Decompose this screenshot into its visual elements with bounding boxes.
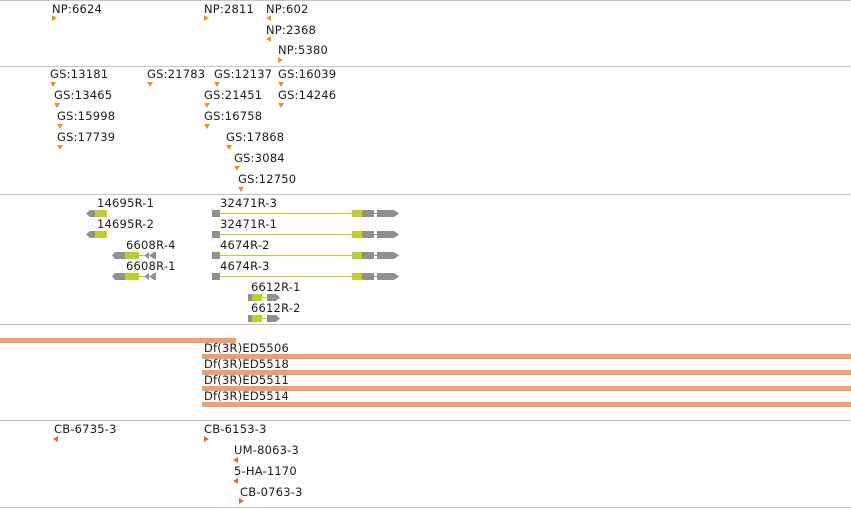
triangle-right-icon: [204, 15, 209, 21]
cb-feature-label: CB-0763-3: [240, 485, 303, 499]
track-separator-genes-deletions: [0, 324, 851, 325]
gene-glyph: [86, 210, 107, 217]
gene-glyph: [212, 273, 399, 280]
cb-feature-label: CB-6153-3: [204, 422, 267, 436]
deletion-label: Df(3R)ED5518: [204, 357, 289, 371]
gene-glyph: [248, 294, 280, 301]
gs-feature-label: GS:3084: [234, 151, 285, 165]
gs-feature-label: GS:12750: [238, 172, 297, 186]
cb-feature-label: 5-HA-1170: [234, 464, 297, 478]
gene-label: 14695R-1: [97, 196, 155, 210]
triangle-down-icon: [57, 124, 63, 129]
gene-label: 32471R-3: [220, 196, 278, 210]
deletion-bar: [202, 386, 851, 391]
gs-feature-label: GS:12137: [214, 67, 273, 81]
gs-feature-label: GS:13465: [54, 88, 113, 102]
gene-glyph: [248, 315, 280, 322]
triangle-right-icon: [278, 57, 283, 63]
triangle-down-icon: [226, 145, 232, 150]
triangle-down-icon: [214, 82, 220, 87]
gene-label: 4674R-2: [220, 238, 270, 252]
gs-feature-label: GS:21451: [204, 88, 263, 102]
deletion-label: Df(3R)ED5514: [204, 389, 289, 403]
gene-glyph: [212, 210, 399, 217]
gene-label: 6608R-4: [126, 238, 176, 252]
triangle-down-icon: [278, 103, 284, 108]
gs-feature-label: GS:13181: [50, 67, 109, 81]
gene-label: 32471R-1: [220, 217, 278, 231]
track-separator-gs-genes: [0, 194, 851, 195]
gene-glyph: [212, 231, 399, 238]
deletion-bar: [202, 402, 851, 407]
track-separator-np-gs: [0, 66, 851, 67]
triangle-left-icon: [53, 436, 58, 442]
gs-feature-label: GS:14246: [278, 88, 337, 102]
triangle-right-icon: [204, 436, 209, 442]
cb-feature-label: UM-8063-3: [234, 443, 300, 457]
gene-label: 6608R-1: [126, 259, 176, 273]
gs-feature-label: GS:21783: [147, 67, 206, 81]
triangle-down-icon: [57, 145, 63, 150]
track-separator-top: [0, 0, 851, 1]
triangle-down-icon: [238, 187, 244, 192]
deletion-bar: [202, 354, 851, 359]
triangle-down-icon: [204, 103, 210, 108]
triangle-right-icon: [52, 15, 57, 21]
triangle-down-icon: [234, 166, 240, 171]
gene-glyph: [86, 231, 107, 238]
triangle-left-icon: [266, 36, 271, 42]
deletion-label: Df(3R)ED5506: [204, 341, 289, 355]
gs-feature-label: GS:16039: [278, 67, 337, 81]
deletion-bar-offscreen-left[interactable]: [0, 338, 236, 343]
gs-feature-label: GS:16758: [204, 109, 263, 123]
cb-feature-label: CB-6735-3: [54, 422, 117, 436]
np-feature-label: NP:2368: [266, 23, 317, 37]
triangle-down-icon: [204, 124, 210, 129]
np-feature-label: NP:2811: [204, 2, 255, 16]
gene-label: 6612R-1: [251, 280, 301, 294]
gs-feature-label: GS:15998: [57, 109, 116, 123]
np-feature-label: NP:602: [266, 2, 309, 16]
gene-label: 6612R-2: [251, 301, 301, 315]
triangle-left-icon: [233, 478, 238, 484]
gene-label: 14695R-2: [97, 217, 155, 231]
triangle-right-icon: [239, 498, 244, 504]
track-separator-deletions-cb: [0, 420, 851, 421]
triangle-down-icon: [147, 82, 153, 87]
gene-glyph: [112, 273, 156, 280]
np-feature-label: NP:5380: [278, 43, 329, 57]
triangle-down-icon: [50, 82, 56, 87]
gs-feature-label: GS:17739: [57, 130, 116, 144]
gene-glyph: [212, 252, 399, 259]
gene-label: 4674R-3: [220, 259, 270, 273]
deletion-label: Df(3R)ED5511: [204, 373, 289, 387]
gene-glyph: [112, 252, 156, 259]
np-feature-label: NP:6624: [52, 2, 103, 16]
deletion-bar: [202, 370, 851, 375]
triangle-down-icon: [278, 82, 284, 87]
gs-feature-label: GS:17868: [226, 130, 285, 144]
triangle-down-icon: [54, 103, 60, 108]
triangle-left-icon: [233, 457, 238, 463]
triangle-left-icon: [266, 15, 271, 21]
